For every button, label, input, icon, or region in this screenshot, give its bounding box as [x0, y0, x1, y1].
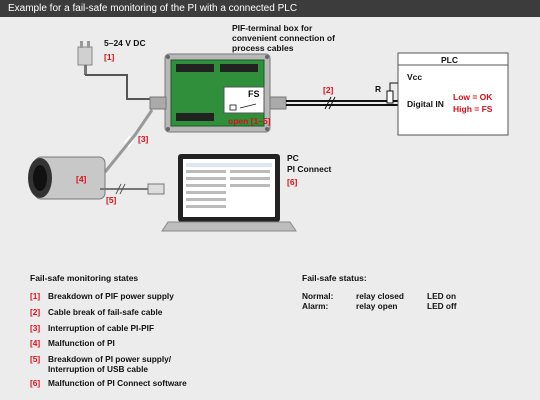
camera-icon [28, 156, 106, 200]
status-relay: relay closed [356, 291, 404, 301]
legend-item: [3]Interruption of cable PI-PIF [30, 323, 155, 333]
legend-item: [5]Breakdown of PI power supply/ Interru… [30, 354, 172, 374]
status-relay: relay open [356, 301, 398, 311]
legend-title: Fail-safe monitoring states [30, 273, 139, 283]
marker-3: [3] [138, 134, 149, 144]
marker-5: [5] [106, 195, 117, 205]
legend-item: [1]Breakdown of PIF power supply [30, 291, 174, 301]
marker-6: [6] [287, 177, 298, 187]
plc-label: PLC [441, 55, 458, 65]
high-fs-label: High = FS [453, 104, 493, 114]
usb-plug-icon [147, 183, 165, 195]
vcc-label: Vcc [407, 72, 423, 82]
resistor-label: R [375, 84, 382, 94]
fs-label: FS [248, 89, 260, 99]
open-label: open [1–5] [228, 116, 271, 126]
page-header: Example for a fail-safe monitoring of th… [0, 0, 540, 17]
terminal-box [149, 53, 287, 133]
legend-item: [4]Malfunction of PI [30, 338, 115, 348]
status-mode: Normal: [302, 291, 334, 301]
low-ok-label: Low = OK [453, 92, 493, 102]
digital-in-label: Digital IN [407, 99, 444, 109]
power-label: 5–24 V DC [104, 38, 146, 48]
pc-label: PC [287, 153, 299, 163]
legend-item: [6]Malfunction of PI Connect software [30, 378, 187, 388]
header-title: Example for a fail-safe monitoring of th… [8, 3, 298, 14]
pi-cable [103, 109, 154, 173]
legend-item: [2]Cable break of fail-safe cable [30, 307, 163, 317]
marker-4: [4] [76, 174, 87, 184]
laptop-icon [161, 154, 297, 232]
status-led: LED on [427, 291, 457, 301]
status-title: Fail-safe status: [302, 273, 367, 283]
marker-2: [2] [323, 85, 334, 95]
power-cable [85, 74, 152, 100]
wiring-diagram [28, 41, 509, 232]
plc-box [386, 52, 509, 136]
status-led: LED off [427, 301, 457, 311]
marker-1: [1] [104, 52, 115, 62]
power-plug-icon [77, 41, 93, 75]
status-mode: Alarm: [302, 301, 329, 311]
pi-connect-label: PI Connect [287, 164, 332, 174]
terminal-box-label: PIF-terminal box for convenient connecti… [232, 23, 335, 53]
